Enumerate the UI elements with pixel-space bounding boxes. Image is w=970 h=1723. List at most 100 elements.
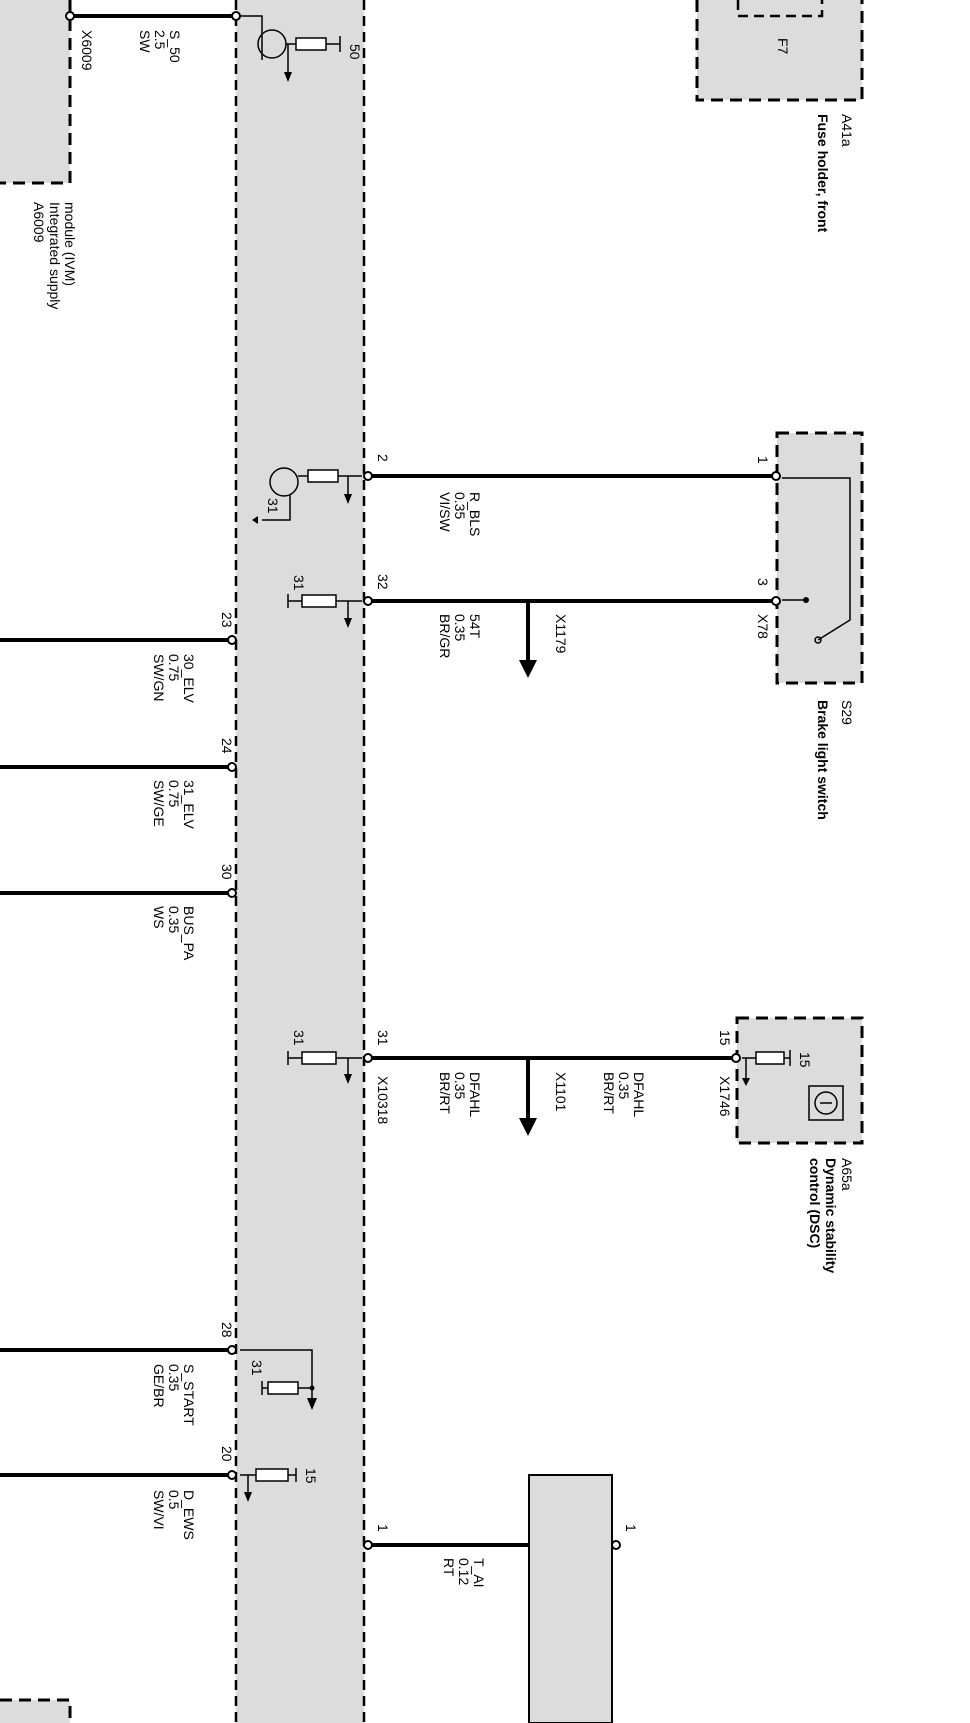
- wire-54t-signal: 54T: [467, 614, 483, 639]
- internal-s-start-lead: [240, 1349, 313, 1400]
- brake-switch-internal-wire: [782, 477, 851, 641]
- terminal-31-rbls: 31: [265, 498, 281, 514]
- wire-s50-gauge: 2.5: [152, 30, 168, 50]
- wire-31-elv-pin-label: 24: [219, 738, 235, 754]
- bottom-module: 1 1: [375, 1474, 639, 1723]
- wire-54t-gauge: 0.35: [452, 614, 468, 641]
- wire-t-ai-signal: T_AI: [471, 1558, 487, 1588]
- ivm-bottom-border: [0, 1698, 72, 1723]
- splice-x1101-label: X1101: [553, 1072, 569, 1112]
- internal-dfahl-resistor: [301, 1051, 337, 1065]
- brake-switch-border: [775, 431, 864, 685]
- terminal-50-label: 50: [347, 44, 363, 60]
- wire-bus-pa: 30 BUS_PA 0.35 WS: [0, 864, 237, 961]
- brake-switch-contact-dot: [803, 597, 809, 603]
- internal-s-start-arrow: [307, 1398, 317, 1410]
- fuse-f7-label: F7: [775, 38, 791, 55]
- wire-t-ai-gauge: 0.12: [456, 1558, 472, 1585]
- wire-dfahl-signal: DFAHL: [467, 1072, 483, 1117]
- wire-30-elv-signal: 30_ELV: [181, 654, 197, 703]
- dsc-ground-arrow: [742, 1078, 750, 1086]
- wire-54t-pin: 32: [375, 574, 391, 590]
- splice-x1179-label: X1179: [553, 614, 569, 654]
- dsc-pin-15: 15: [717, 1030, 733, 1046]
- bottom-module-body: [528, 1474, 613, 1723]
- ivm-module-body: [0, 0, 70, 183]
- dsc-control-unit-icon: [814, 1091, 838, 1115]
- bottom-module-pin-left: 1: [375, 1524, 391, 1532]
- wire-s50-pin-right: [231, 11, 241, 21]
- wire-30-elv-pin: [227, 635, 237, 645]
- ivm-module-border: [0, 0, 72, 185]
- transistor-50-lead: [240, 15, 263, 60]
- wire-r-bls-pin-right: [771, 471, 781, 481]
- wire-bus-pa-color: WS: [151, 906, 167, 929]
- terminal-15-d-ews: 15: [303, 1468, 319, 1484]
- brake-light-switch: 1 3 X78 S29 Brake light switch: [755, 431, 864, 820]
- wire-dfahl-pin-right: [731, 1053, 741, 1063]
- transistor-50-resistor: [295, 37, 327, 51]
- fuse-holder-module: F7 A41a Fuse holder, front: [695, 0, 864, 233]
- dsc-connector: X1746: [717, 1076, 733, 1117]
- brake-switch-connector: X78: [755, 614, 771, 639]
- wire-bus-pa-pin: [227, 888, 237, 898]
- wire-r-bls: 2 R_BLS 0.35 VI/SW 31: [252, 454, 781, 536]
- wire-s50-color: SW: [137, 30, 153, 53]
- wire-dfahl-pin-left: [363, 1053, 373, 1063]
- wire-bus-pa-pin-label: 30: [219, 864, 235, 880]
- wire-30-elv-color: SW/GN: [151, 654, 167, 701]
- fuse-holder-border: [695, 0, 864, 102]
- internal-s-start-node: [309, 1385, 315, 1391]
- wire-r-bls-color: VI/SW: [437, 492, 453, 532]
- internal-dfahl-tap-arrow: [344, 1074, 352, 1084]
- wire-s-start: 28 S_START 0.35 GE/BR 31: [0, 1322, 317, 1426]
- fuse-holder-name: Fuse holder, front: [815, 114, 831, 233]
- wire-d-ews-pin-label: 20: [219, 1446, 235, 1462]
- wire-31-elv-gauge: 0.75: [166, 780, 182, 807]
- dsc-control-unit-box: [808, 1085, 844, 1121]
- transistor-rbls-resistor: [307, 469, 339, 483]
- wire-54t-color: BR/GR: [437, 614, 453, 658]
- wire-31-elv-color: SW/GE: [151, 780, 167, 827]
- dsc-module: 15 15 X1746 A65a Dynamic stability contr…: [717, 1016, 864, 1273]
- wire-bus-pa-gauge: 0.35: [166, 906, 182, 933]
- fuse-f7-outline: [736, 0, 824, 18]
- brake-switch-contact-open: [814, 636, 822, 644]
- wire-54t: 32 54T 0.35 BR/GR X1179 31: [287, 574, 781, 678]
- ivm-module-bottom-fragment: [0, 1698, 72, 1723]
- dsc-name-line1: Dynamic stability: [823, 1158, 839, 1273]
- wire-bus-pa-signal: BUS_PA: [181, 906, 197, 961]
- terminal-31-dfahl: 31: [291, 1030, 307, 1046]
- splice-x1101-arrow: [519, 1118, 537, 1136]
- wire-t-ai-color: RT: [441, 1558, 457, 1577]
- fuse-holder-id: A41a: [839, 114, 855, 147]
- wire-dfahl-gauge: 0.35: [452, 1072, 468, 1099]
- ivm-connector-label: X6009: [79, 30, 95, 71]
- wire-t-ai-pin-left: [363, 1540, 373, 1550]
- internal-s-start-resistor: [267, 1381, 299, 1395]
- transistor-rbls-ground-arrow: [252, 516, 258, 524]
- brake-switch-body: [777, 433, 862, 683]
- wire-d-ews-pin: [227, 1470, 237, 1480]
- wire-r-bls-pin: 2: [375, 454, 391, 462]
- wire-t-ai-pin-right: [611, 1540, 621, 1550]
- wire-dfahl2-color: BR/RT: [601, 1072, 617, 1114]
- wire-r-bls-gauge: 0.35: [452, 492, 468, 519]
- wire-d-ews-color: SW/VI: [151, 1490, 167, 1530]
- terminal-31-54t: 31: [291, 575, 307, 591]
- brake-switch-name: Brake light switch: [815, 700, 831, 820]
- wire-dfahl2-signal: DFAHL: [631, 1072, 647, 1117]
- dsc-id: A65a: [839, 1158, 855, 1191]
- wire-s-start-color: GE/BR: [151, 1364, 167, 1408]
- ivm-bottom-body: [0, 1700, 70, 1723]
- wire-dfahl: 31 X10318 DFAHL 0.35 BR/RT DFAHL 0.35 BR…: [287, 1030, 741, 1136]
- internal-54t-resistor: [301, 594, 337, 608]
- wire-dfahl-color: BR/RT: [437, 1072, 453, 1114]
- wire-t-ai: T_AI 0.12 RT: [363, 1540, 621, 1588]
- wire-s-start-pin: [227, 1345, 237, 1355]
- wire-dfahl2-gauge: 0.35: [616, 1072, 632, 1099]
- central-module: [234, 0, 366, 1723]
- wire-s-start-signal: S_START: [181, 1364, 197, 1426]
- wire-d-ews: 20 D_EWS 0.5 SW/VI 15: [0, 1446, 319, 1540]
